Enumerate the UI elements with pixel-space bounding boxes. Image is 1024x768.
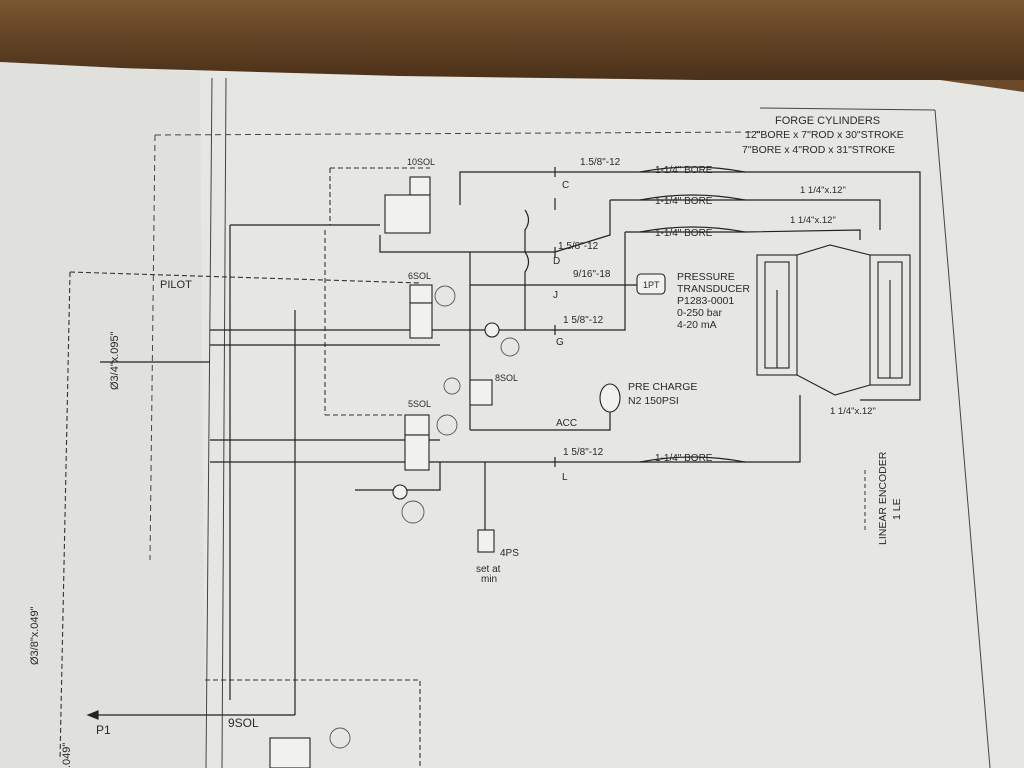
frame-right-edge — [934, 109, 991, 768]
bore-bump-l — [639, 456, 746, 463]
line-2 — [470, 200, 611, 253]
title-line-3: 7"BORE x 4"ROD x 31"STROKE — [742, 144, 895, 156]
valve-5sol-lower — [404, 434, 430, 471]
pipe-c-size: 1.5/8"-12 — [580, 157, 621, 168]
pipe-d-size: 1.5/8"-12 — [558, 241, 599, 252]
pressure-switch-tag: 4PS — [500, 548, 519, 559]
ref-circle-9sol — [329, 727, 351, 749]
line-crossover — [524, 209, 530, 252]
pipe-d-tag: D — [553, 256, 560, 267]
ref-circle-8sol — [443, 377, 461, 395]
transducer-part: P1283-0001 — [677, 295, 734, 307]
bore-bump-3 — [639, 226, 746, 233]
label-5sol: 5SOL — [408, 399, 431, 409]
label-9sol: 9SOL — [228, 716, 259, 730]
check-valve-g — [484, 322, 500, 338]
pipe-g-tag: G — [556, 337, 564, 348]
pipe-g-size: 1 5/8"-12 — [563, 315, 604, 326]
line-l-right — [745, 395, 801, 463]
label-pilot: PILOT — [160, 279, 192, 291]
label-dim-049: .049" — [61, 743, 73, 768]
frame-left-edge-2 — [221, 77, 227, 768]
pipe-bore-3: 1-1/4" BORE — [655, 228, 713, 239]
line-acc — [470, 410, 611, 431]
cylinder-frame-bottom — [796, 374, 871, 396]
ref-circle-l — [401, 500, 425, 524]
pipe-j-size: 9/16"-18 — [573, 269, 611, 280]
label-6sol: 6SOL — [408, 271, 431, 281]
label-10sol: 10SOL — [407, 157, 435, 167]
valve-8sol-body — [469, 379, 493, 406]
pipe-bore-2: 1-1/4" BORE — [655, 196, 713, 207]
transducer-label-1: PRESSURE — [677, 271, 735, 283]
cylinder-large-outer — [756, 254, 798, 376]
line-2-right — [745, 199, 881, 230]
valve-10sol-lower — [384, 194, 431, 234]
arrow-p1 — [86, 710, 99, 720]
accumulator-symbol — [599, 383, 621, 413]
cylinder-frame — [796, 244, 871, 256]
pipe-l-size: 1 5/8"-12 — [563, 447, 604, 458]
ref-circle-6sol — [434, 285, 456, 307]
line-c-right — [745, 171, 921, 401]
pipe-l-tag: L — [562, 472, 568, 483]
valve-6sol-body — [409, 284, 433, 304]
pilot-line — [69, 271, 421, 284]
paper-sheet — [0, 62, 1024, 768]
title-line-1: FORGE CYLINDERS — [775, 115, 880, 127]
pressure-switch-box — [477, 529, 495, 553]
pipe-c-tag: C — [562, 180, 569, 191]
pipe-acc: ACC — [556, 418, 577, 429]
dashed-bottom-return — [205, 679, 421, 768]
transducer-signal: 4-20 mA — [677, 319, 717, 331]
pipe-hose-2: 1 1/4"x.12" — [790, 215, 836, 226]
check-valve-l — [392, 484, 408, 500]
ref-circle-g — [500, 337, 520, 357]
line-g — [440, 232, 626, 331]
pressure-switch-note-1: set at — [476, 564, 501, 575]
precharge-line-1: PRE CHARGE — [628, 381, 697, 393]
title-line-2: 12"BORE x 7"ROD x 30"STROKE — [745, 129, 904, 141]
frame-left-edge — [205, 77, 213, 768]
bore-bump-2 — [639, 194, 746, 201]
pilot-line-left — [59, 271, 71, 761]
ref-circle-5sol — [436, 414, 458, 436]
valve-6sol-lower — [409, 302, 433, 339]
pipe-bore-l: 1-1/4" BORE — [655, 453, 713, 464]
transducer-range: 0-250 bar — [677, 307, 722, 319]
label-dim-3-4: Ø3/4"x.095" — [109, 331, 121, 390]
transducer-tag: 1PT — [643, 280, 660, 290]
label-8sol: 8SOL — [495, 373, 518, 383]
pipe-hose-1: 1 1/4"x.12" — [800, 185, 846, 196]
line-3-right — [744, 229, 861, 240]
label-p1: P1 — [96, 723, 111, 737]
line-5sol-bottom — [355, 462, 441, 491]
valve-5sol-body — [404, 414, 430, 436]
transducer-box — [636, 273, 666, 295]
line-crossover-2 — [524, 251, 530, 330]
dashed-enclosure — [154, 131, 761, 136]
encoder-line-2: 1 LE — [891, 498, 903, 520]
cylinder-small-outer — [869, 254, 911, 386]
pressure-switch-note-2: min — [481, 574, 497, 585]
precharge-line-2: N2 150PSI — [628, 395, 679, 407]
dashed-enclosure-left — [149, 134, 156, 561]
pipe-bore-c: 1-1/4" BORE — [655, 165, 713, 176]
transducer-label-2: TRANSDUCER — [677, 283, 750, 295]
valve-9sol-body — [269, 737, 311, 768]
bore-bump-c — [639, 166, 746, 173]
line-d — [379, 235, 470, 253]
valve-10sol-body — [409, 176, 431, 196]
title-box-border — [759, 107, 936, 111]
pipe-hose-3: 1 1/4"x.12" — [830, 406, 876, 417]
pipe-j-tag: J — [553, 290, 558, 301]
label-dim-3-8: Ø3/8"x.049" — [29, 606, 41, 665]
line-c — [459, 171, 640, 205]
wooden-table-background — [0, 0, 1024, 80]
encoder-line-1: LINEAR ENCODER — [877, 451, 889, 545]
